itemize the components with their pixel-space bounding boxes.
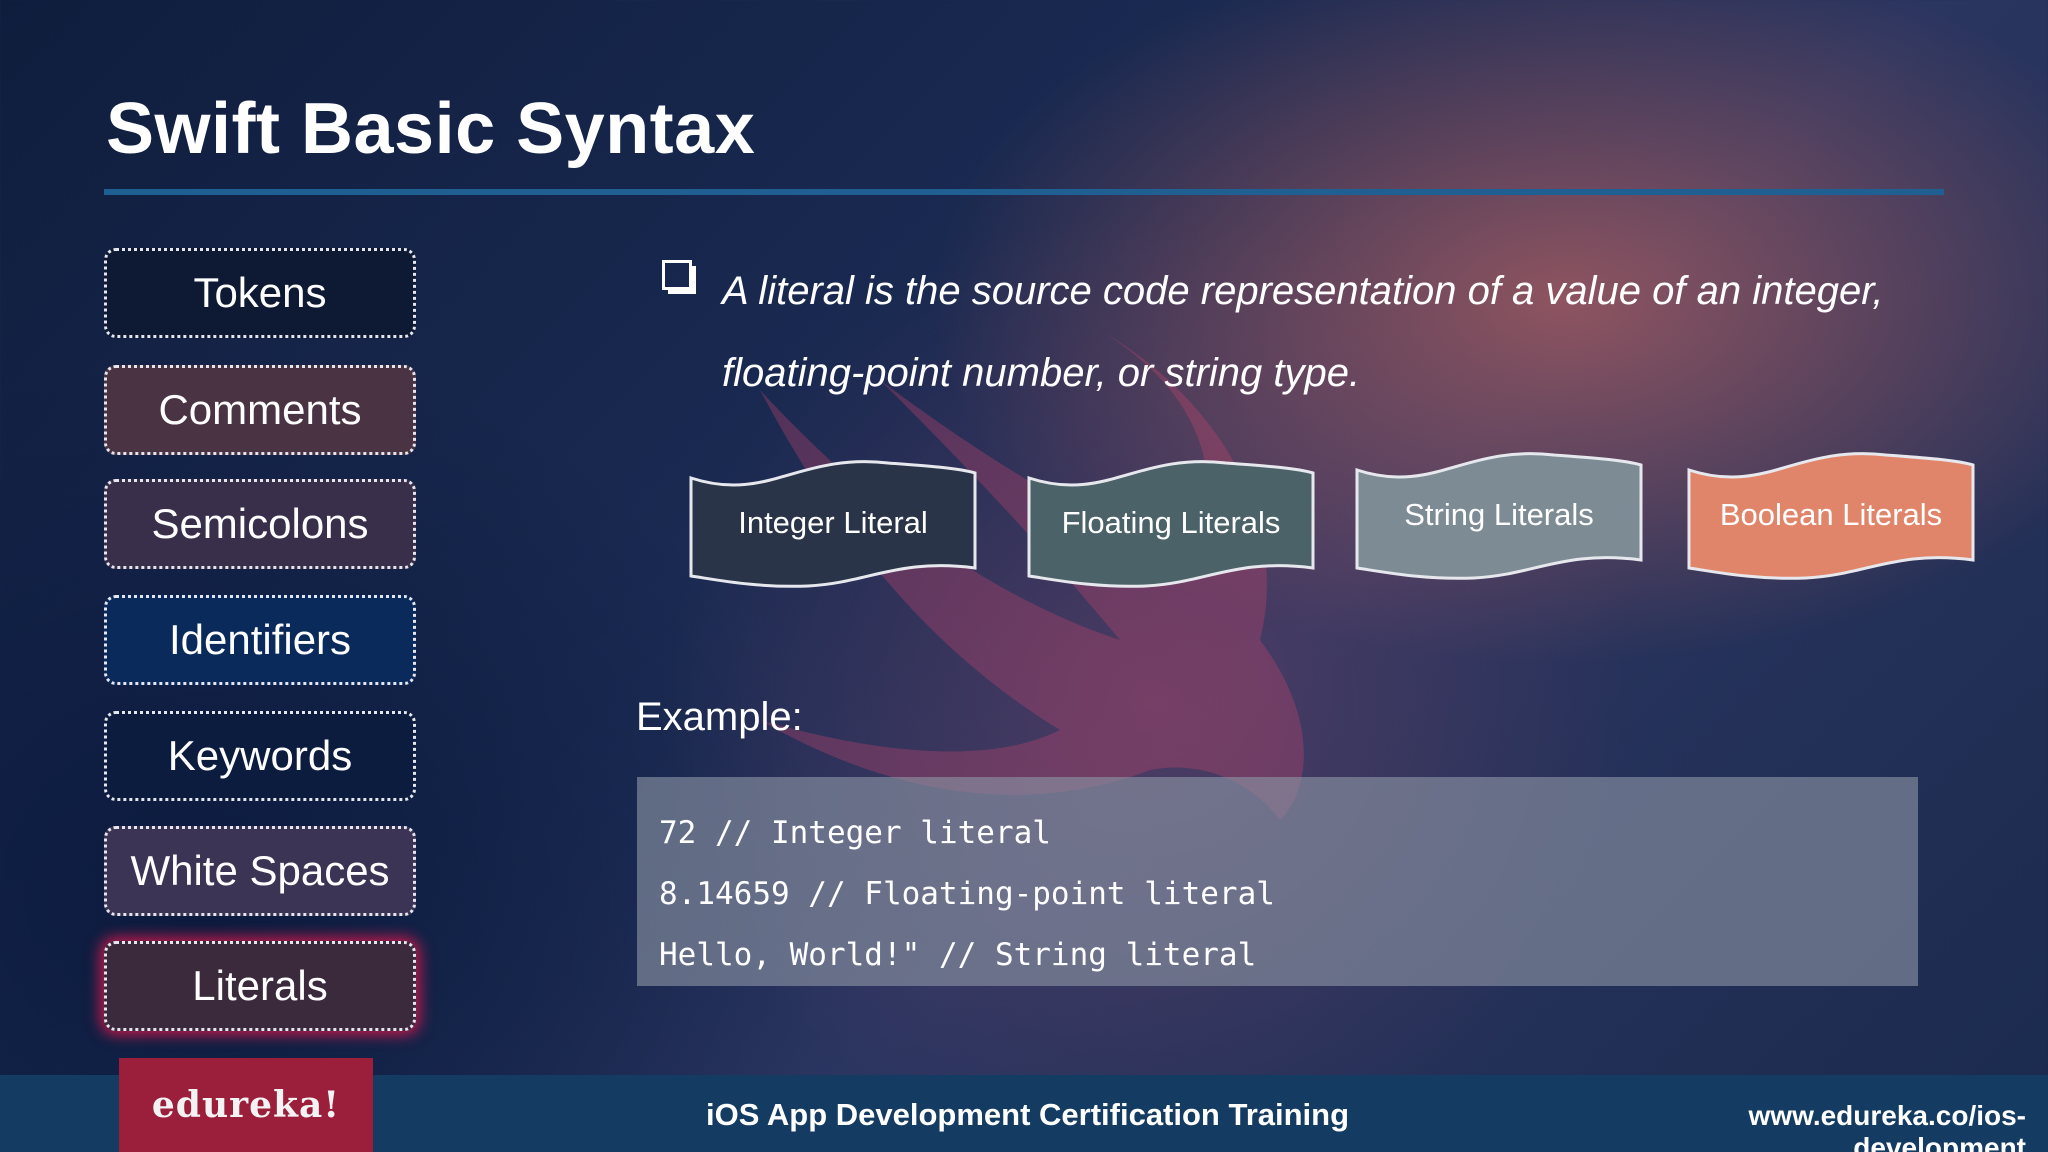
code-line: Hello, World!" // String literal bbox=[659, 937, 1257, 973]
sidebar-item-label: White Spaces bbox=[130, 847, 390, 894]
wave-banner-shape bbox=[689, 460, 977, 588]
checkbox-bullet-icon bbox=[662, 260, 692, 290]
sidebar-item-keywords[interactable]: Keywords bbox=[104, 711, 416, 801]
example-heading: Example: bbox=[636, 695, 803, 739]
title-divider bbox=[104, 189, 1944, 195]
literal-type-label: Boolean Literals bbox=[1719, 497, 1943, 532]
wave-banner-shape bbox=[1687, 452, 1975, 580]
sidebar-item-label: Identifiers bbox=[168, 616, 352, 663]
sidebar-item-label: Semicolons bbox=[151, 500, 369, 547]
brand-text: edureka! bbox=[151, 1084, 341, 1126]
code-line: 8.14659 // Floating-point literal bbox=[659, 876, 1275, 912]
sidebar-item-label: Comments bbox=[158, 386, 362, 433]
code-example-block: 72 // Integer literal 8.14659 // Floatin… bbox=[637, 777, 1918, 986]
definition-text: A literal is the source code representat… bbox=[722, 269, 1884, 395]
sidebar-item-label: Keywords bbox=[167, 732, 353, 779]
sidebar-item-label: Tokens bbox=[193, 269, 327, 316]
literal-type-label: Integer Literal bbox=[738, 505, 928, 540]
literal-type-floating: Floating Literals bbox=[1026, 458, 1316, 588]
sidebar-item-semicolons[interactable]: Semicolons bbox=[104, 479, 416, 569]
literal-type-integer: Integer Literal bbox=[688, 458, 978, 588]
course-title: iOS App Development Certification Traini… bbox=[706, 1097, 1350, 1132]
sidebar-item-comments[interactable]: Comments bbox=[104, 365, 416, 455]
code-line: 72 // Integer literal bbox=[659, 815, 1051, 851]
sidebar-item-literals[interactable]: Literals bbox=[104, 941, 416, 1031]
footer-url-link[interactable]: www.edureka.co/ios-development bbox=[1748, 1100, 2026, 1152]
literal-type-label: String Literals bbox=[1404, 497, 1594, 532]
edureka-logo: edureka! bbox=[119, 1058, 373, 1152]
slide-title: Swift Basic Syntax bbox=[106, 89, 756, 169]
literal-type-label: Floating Literals bbox=[1061, 505, 1281, 540]
sidebar-item-tokens[interactable]: Tokens bbox=[104, 248, 416, 338]
literal-type-boolean: Boolean Literals bbox=[1686, 450, 1976, 580]
wave-banner-shape bbox=[1355, 452, 1643, 580]
wave-banner-shape bbox=[1027, 460, 1315, 588]
sidebar-item-white-spaces[interactable]: White Spaces bbox=[104, 826, 416, 916]
sidebar-item-identifiers[interactable]: Identifiers bbox=[104, 595, 416, 685]
sidebar-item-label: Literals bbox=[192, 962, 328, 1009]
literal-type-string: String Literals bbox=[1354, 450, 1644, 580]
